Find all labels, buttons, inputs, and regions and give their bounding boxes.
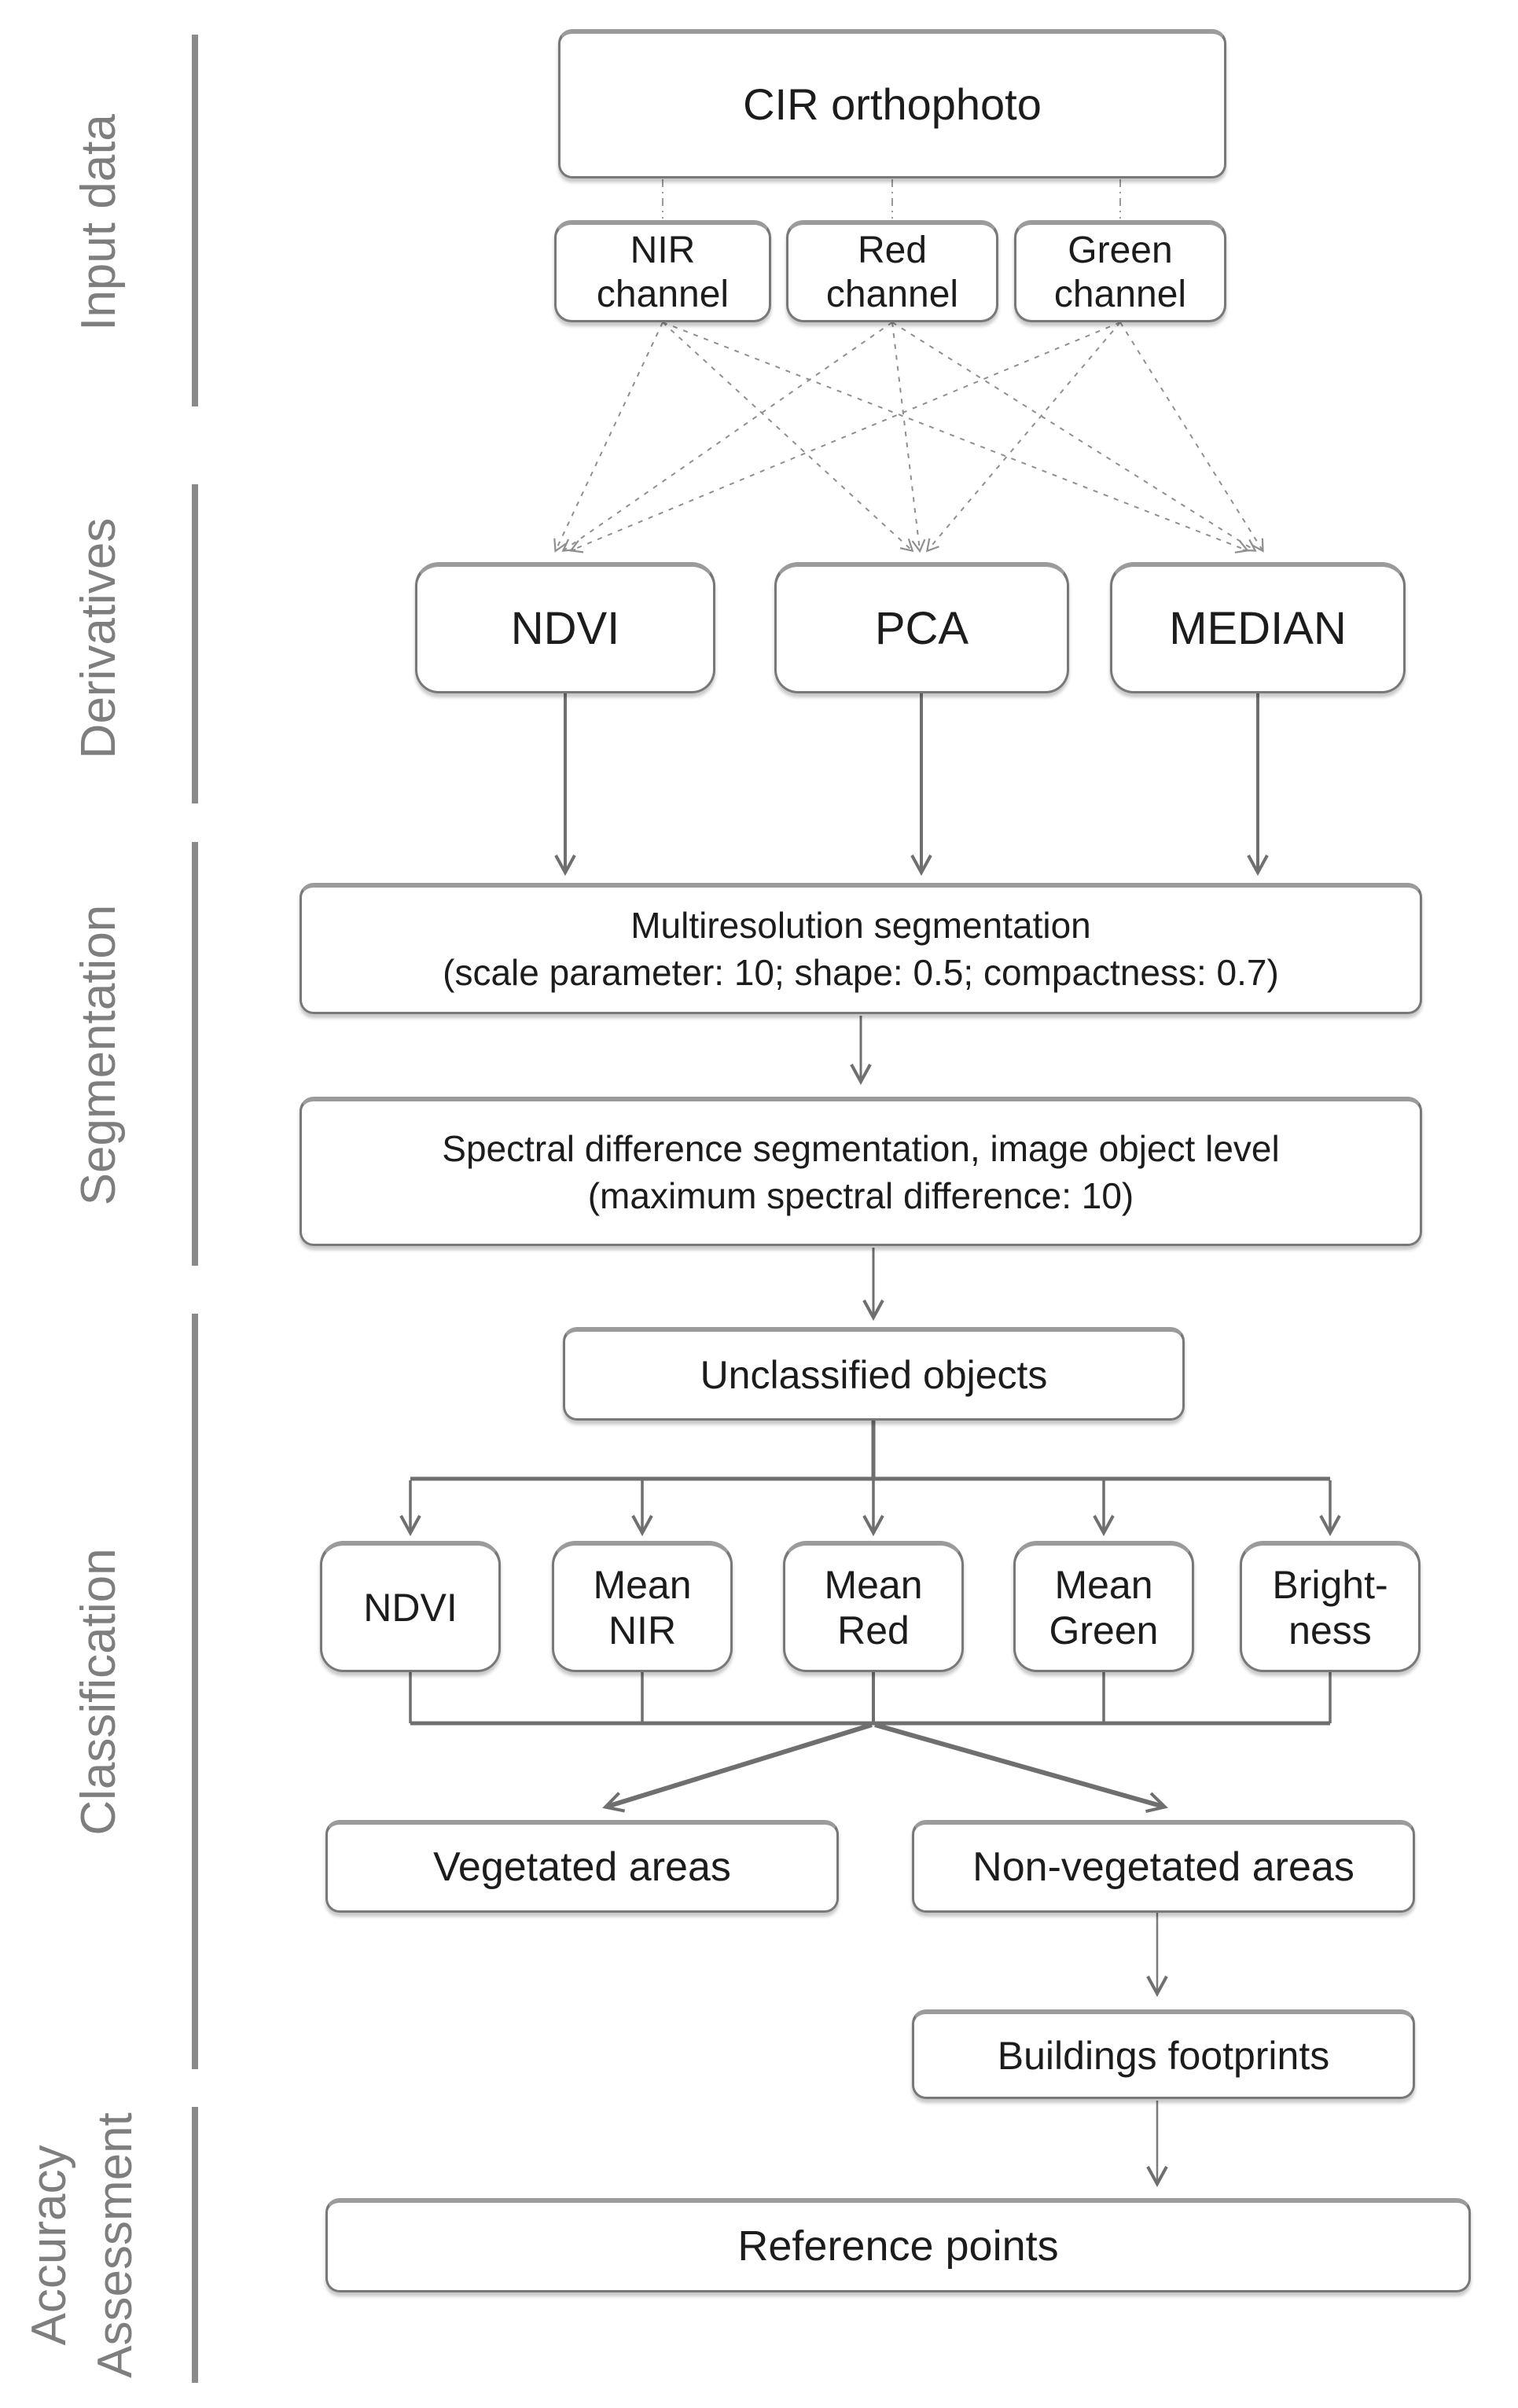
node-red-channel: Red channel [786, 220, 998, 322]
node-feature-mean-red: Mean Red [783, 1541, 964, 1672]
node-reference-points: Reference points [325, 2198, 1471, 2292]
node-vegetated-areas: Vegetated areas [325, 1820, 839, 1913]
node-pca: PCA [774, 562, 1069, 693]
feature-merge-bus [409, 1672, 1332, 1814]
sidebar-label-derivatives: Derivatives [72, 517, 126, 759]
node-spectral-difference-segmentation: Spectral difference segmentation, image … [300, 1097, 1422, 1246]
node-nir-channel: NIR channel [554, 220, 771, 322]
sidebar-bar-input-data [192, 35, 198, 406]
sidebar-section-bars [192, 35, 198, 2383]
node-feature-ndvi: NDVI [320, 1541, 501, 1672]
node-buildings-footprints: Buildings footprints [912, 2009, 1415, 2099]
node-green-channel: Green channel [1014, 220, 1226, 322]
sidebar-label-accuracy-assessment: Accuracy Assessment [22, 2112, 142, 2378]
sidebar-bar-segmentation [192, 842, 198, 1266]
channel-to-derivative-fan [553, 322, 1264, 553]
node-non-vegetated-areas: Non-vegetated areas [912, 1820, 1415, 1913]
node-multiresolution-segmentation: Multiresolution segmentation (scale para… [300, 883, 1422, 1014]
cir-to-channel-connectors [662, 179, 1121, 219]
sidebar-label-classification: Classification [72, 1548, 126, 1836]
node-ndvi: NDVI [415, 562, 715, 693]
segmentation-chain-arrows [850, 1016, 884, 1322]
node-feature-mean-nir: Mean NIR [552, 1541, 733, 1672]
node-median: MEDIAN [1110, 562, 1406, 693]
unclassified-distribution-bus [399, 1421, 1341, 1537]
sidebar-bar-derivatives [192, 484, 198, 803]
node-cir-orthophoto: CIR orthophoto [558, 29, 1226, 178]
sidebar-bar-classification [192, 1314, 198, 2069]
sidebar-label-input-data: Input data [72, 114, 126, 331]
derivative-to-segmentation-arrows [554, 693, 1269, 877]
node-feature-mean-green: Mean Green [1013, 1541, 1194, 1672]
node-unclassified-objects: Unclassified objects [563, 1327, 1185, 1421]
sidebar-bar-accuracy-assessment [192, 2107, 198, 2383]
sidebar-label-segmentation: Segmentation [72, 904, 126, 1206]
node-feature-brightness: Bright- ness [1240, 1541, 1421, 1672]
